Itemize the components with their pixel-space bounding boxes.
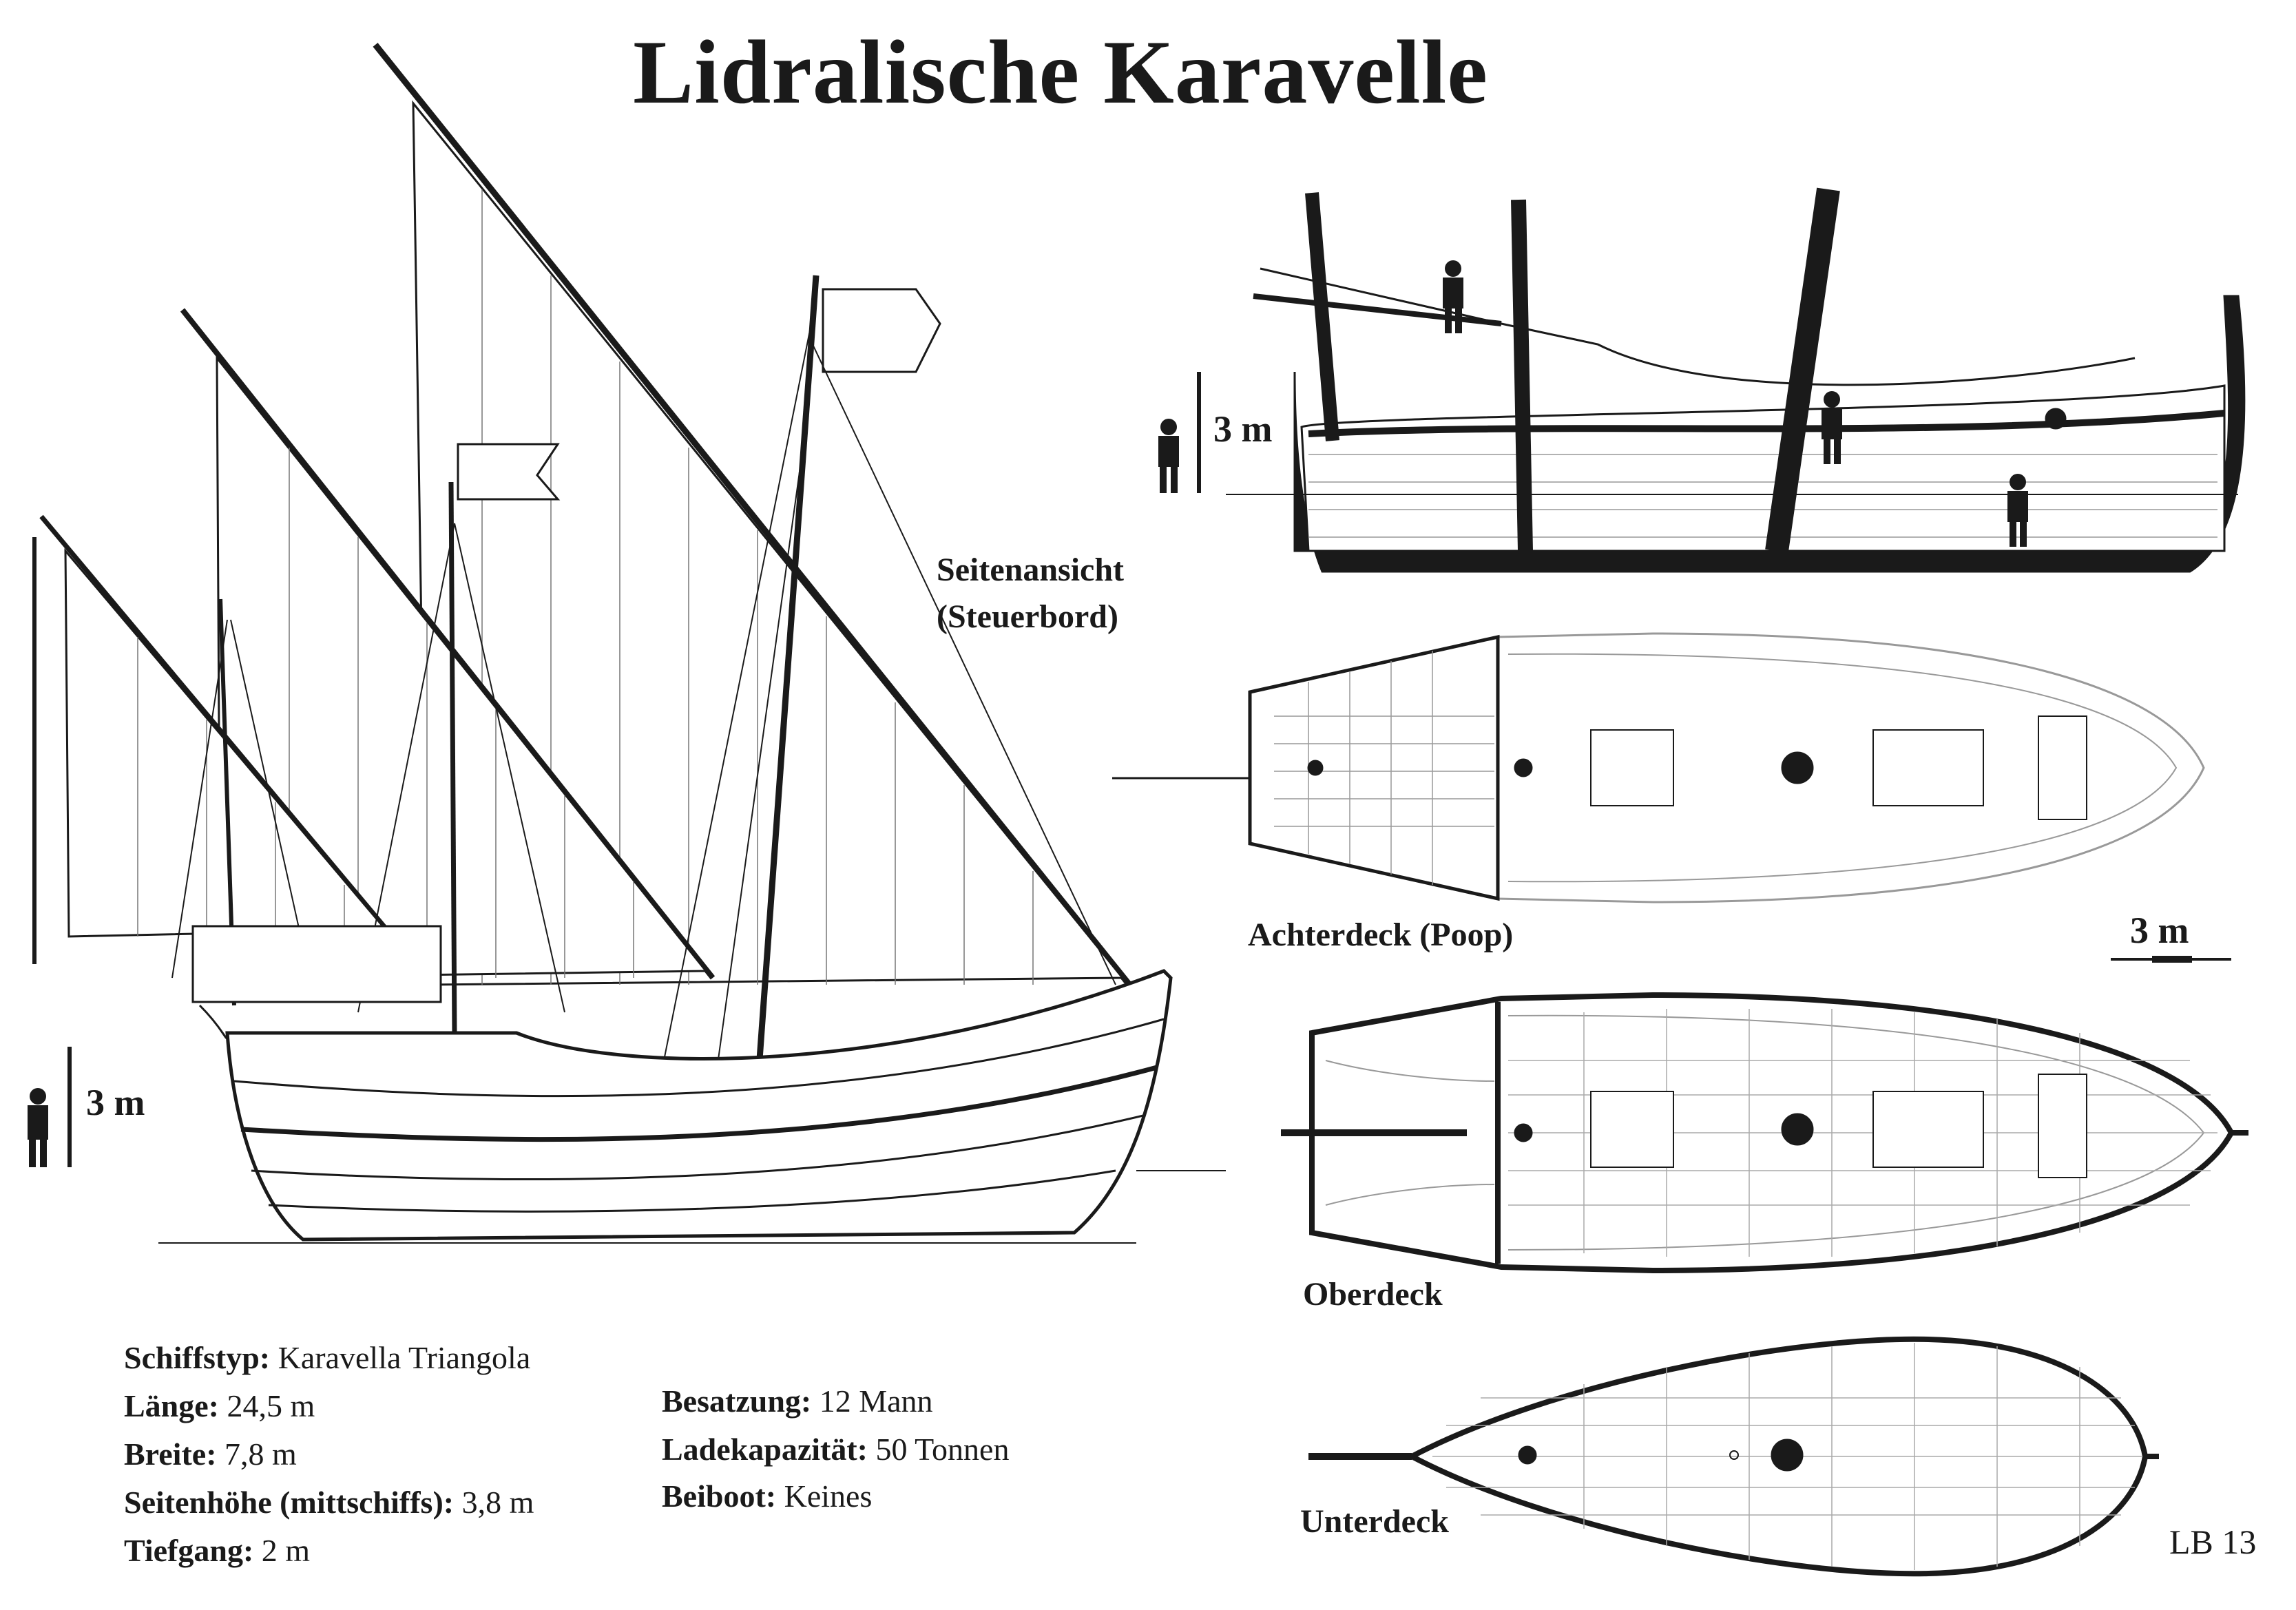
stern-castle-rail (191, 925, 442, 1003)
poop-deck-label: Achterdeck (Poop) (1248, 917, 1514, 953)
scale-label-section: 3 m (1213, 408, 1273, 450)
upper-deck-plan (1281, 992, 2248, 1274)
section-foremast (1511, 199, 1533, 552)
lower-deck-plan (1308, 1336, 2159, 1577)
pennant (457, 443, 561, 501)
spec-label: Schiffstyp: (124, 1340, 271, 1375)
spec-length: Länge: 24,5 m (124, 1388, 315, 1424)
scale-label-side: 3 m (86, 1082, 145, 1123)
spec-value: 3,8 m (461, 1485, 534, 1520)
spec-value: 50 Tonnen (875, 1432, 1010, 1467)
poop-deck-plan (1112, 632, 2205, 903)
spec-value: 7,8 m (225, 1436, 297, 1472)
spec-label: Ladekapazität: (662, 1432, 868, 1467)
spec-label: Besatzung: (662, 1383, 812, 1419)
artist-signature: LB 13 (2169, 1523, 2257, 1561)
flag (822, 288, 941, 373)
spec-boat: Beiboot: Keines (662, 1478, 872, 1514)
side-view-sublabel: (Steuerbord) (937, 598, 1118, 635)
mainmast (754, 275, 820, 1089)
hull-side (225, 969, 1173, 1242)
spec-draft: Tiefgang: 2 m (124, 1532, 310, 1569)
scale-figure-left (28, 1047, 72, 1167)
caravel-side-drawing (32, 43, 1226, 1244)
longitudinal-section (1226, 187, 2246, 573)
scale-figure-section (1158, 260, 2028, 547)
upper-deck-label: Oberdeck (1303, 1276, 1443, 1313)
spec-beam: Breite: 7,8 m (124, 1436, 297, 1472)
spec-label: Länge: (124, 1388, 219, 1423)
spec-value: 24,5 m (227, 1388, 315, 1423)
spec-depth: Seitenhöhe (mittschiffs): 3,8 m (124, 1484, 534, 1520)
spec-label: Tiefgang: (124, 1533, 254, 1568)
section-mainmast (1765, 187, 1840, 553)
spec-value: 12 Mann (819, 1383, 933, 1419)
spec-value: Keines (784, 1478, 873, 1514)
spec-label: Beiboot: (662, 1478, 777, 1514)
section-mizzenmast (1305, 192, 1339, 441)
lower-deck-label: Unterdeck (1300, 1503, 1449, 1540)
scale-label-plan: 3 m (2130, 910, 2189, 951)
spec-label: Seitenhöhe (mittschiffs): (124, 1485, 455, 1520)
scale-bar (2111, 956, 2231, 963)
foremast (448, 481, 457, 1034)
spec-ship-type: Schiffstyp: Karavella Triangola (124, 1339, 530, 1376)
spec-value: 2 m (261, 1533, 311, 1568)
spec-label: Breite: (124, 1436, 217, 1472)
page-title: Lidralische Karavelle (633, 21, 1488, 123)
spec-cargo: Ladekapazität: 50 Tonnen (662, 1431, 1009, 1467)
spec-value: Karavella Triangola (278, 1340, 531, 1375)
side-view-label: Seitenansicht (937, 552, 1125, 588)
spec-crew: Besatzung: 12 Mann (662, 1383, 933, 1419)
